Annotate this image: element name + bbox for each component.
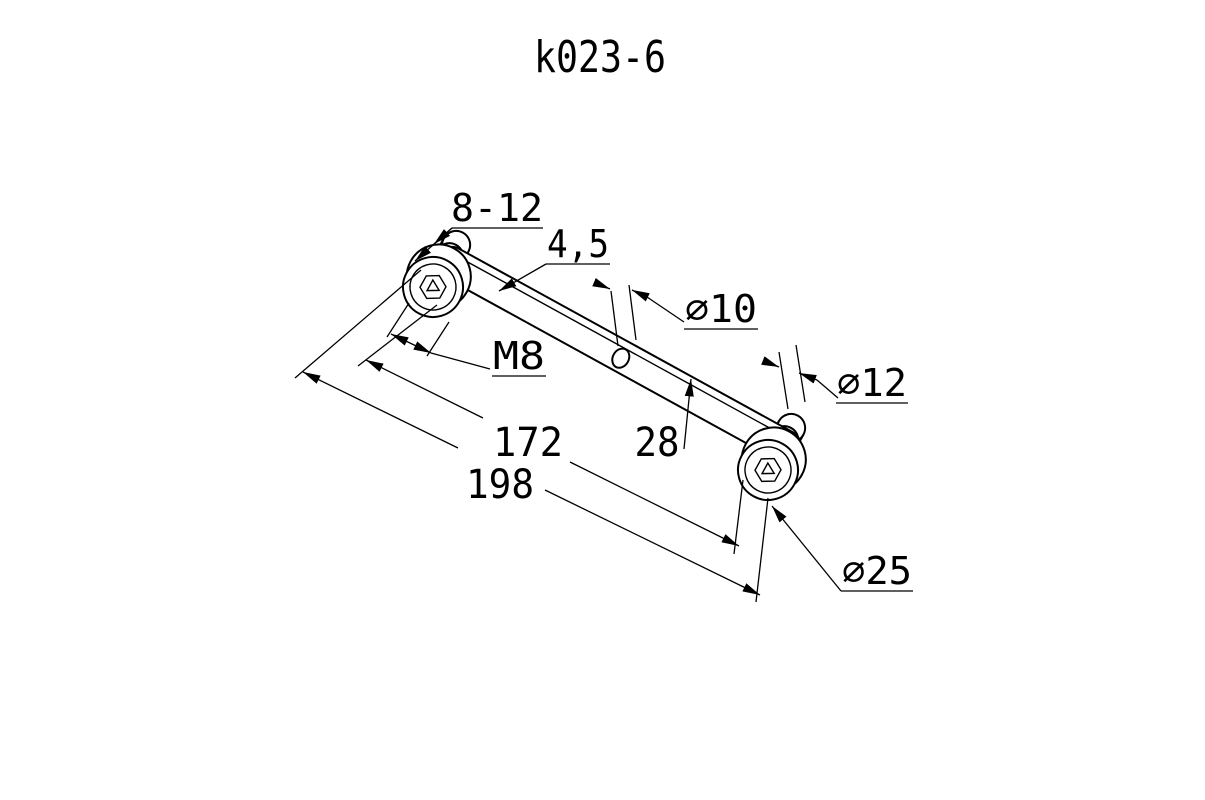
dim-thread: M8 [386, 302, 546, 378]
dim-overall-length: 198 [294, 269, 769, 603]
slot-hole [611, 347, 631, 369]
dim-disc-diameter-label: ⌀25 [842, 549, 912, 593]
dim-slot-offset: 28 [635, 378, 694, 466]
dim-thickness-label: 4,5 [547, 222, 609, 266]
dim-slot-diameter: ⌀10 [592, 277, 758, 347]
dim-boss-diameter-label: ⌀12 [837, 361, 907, 405]
part-number-label: k023-6 [534, 32, 666, 83]
dim-disc-diameter: ⌀25 [771, 505, 913, 593]
dim-clamp-range: 8-12 [414, 186, 543, 262]
dim-slot-offset-label: 28 [635, 420, 680, 466]
dim-thickness: 4,5 [498, 222, 610, 292]
dim-thread-label: M8 [493, 334, 545, 378]
dim-overall-length-label: 198 [466, 462, 534, 508]
dim-center-distance-label: 172 [493, 420, 563, 466]
dim-clamp-range-label: 8-12 [451, 186, 543, 230]
dim-center-distance: 172 [357, 304, 744, 555]
dim-boss-diameter: ⌀12 [761, 344, 908, 410]
dim-slot-diameter-label: ⌀10 [685, 287, 757, 331]
